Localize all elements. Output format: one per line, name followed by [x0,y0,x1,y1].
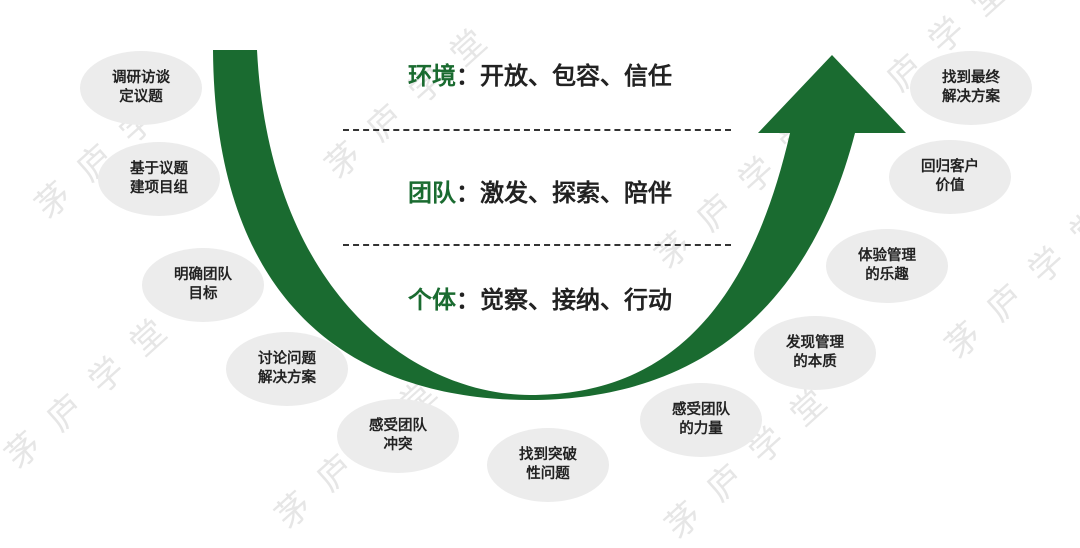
step-oval: 找到突破 性问题 [487,428,609,502]
team-key: 团队 [408,178,456,207]
step-oval: 讨论问题 解决方案 [226,332,348,406]
environment-sep: ： [456,61,480,90]
step-label: 调研访谈 定议题 [112,70,170,105]
step-oval: 发现管理 的本质 [754,316,876,390]
step-oval: 感受团队 冲突 [337,399,459,473]
team-sep: ： [456,178,480,207]
environment-value: 开放、包容、信任 [480,61,672,90]
step-oval: 明确团队 目标 [142,248,264,322]
environment-key: 环境 [408,61,456,90]
step-label: 感受团队 的力量 [672,402,730,437]
step-label: 感受团队 冲突 [369,418,427,453]
divider [343,244,731,246]
step-label: 体验管理 的乐趣 [858,248,916,283]
individual-value: 觉察、接纳、行动 [480,285,672,314]
step-oval: 调研访谈 定议题 [80,51,202,125]
divider [343,129,731,131]
step-oval: 体验管理 的乐趣 [826,229,948,303]
step-oval: 找到最终 解决方案 [910,51,1032,125]
u-arrow-body [213,50,906,400]
individual-key: 个体 [408,285,456,314]
team-row: 团队 ： 激发、探索、陪伴 [330,170,750,210]
step-label: 发现管理 的本质 [786,335,844,370]
step-label: 找到最终 解决方案 [942,70,1000,105]
individual-sep: ： [456,285,480,314]
step-label: 明确团队 目标 [174,267,232,302]
step-label: 基于议题 建项目组 [130,161,188,196]
individual-row: 个体 ： 觉察、接纳、行动 [330,277,750,317]
u-arrow [213,50,906,400]
team-value: 激发、探索、陪伴 [480,178,672,207]
step-label: 讨论问题 解决方案 [258,351,316,386]
step-label: 回归客户 价值 [921,159,979,194]
environment-row: 环境 ： 开放、包容、信任 [330,53,750,93]
step-oval: 回归客户 价值 [889,140,1011,214]
step-oval: 基于议题 建项目组 [98,142,220,216]
step-oval: 感受团队 的力量 [640,383,762,457]
step-label: 找到突破 性问题 [519,447,577,482]
